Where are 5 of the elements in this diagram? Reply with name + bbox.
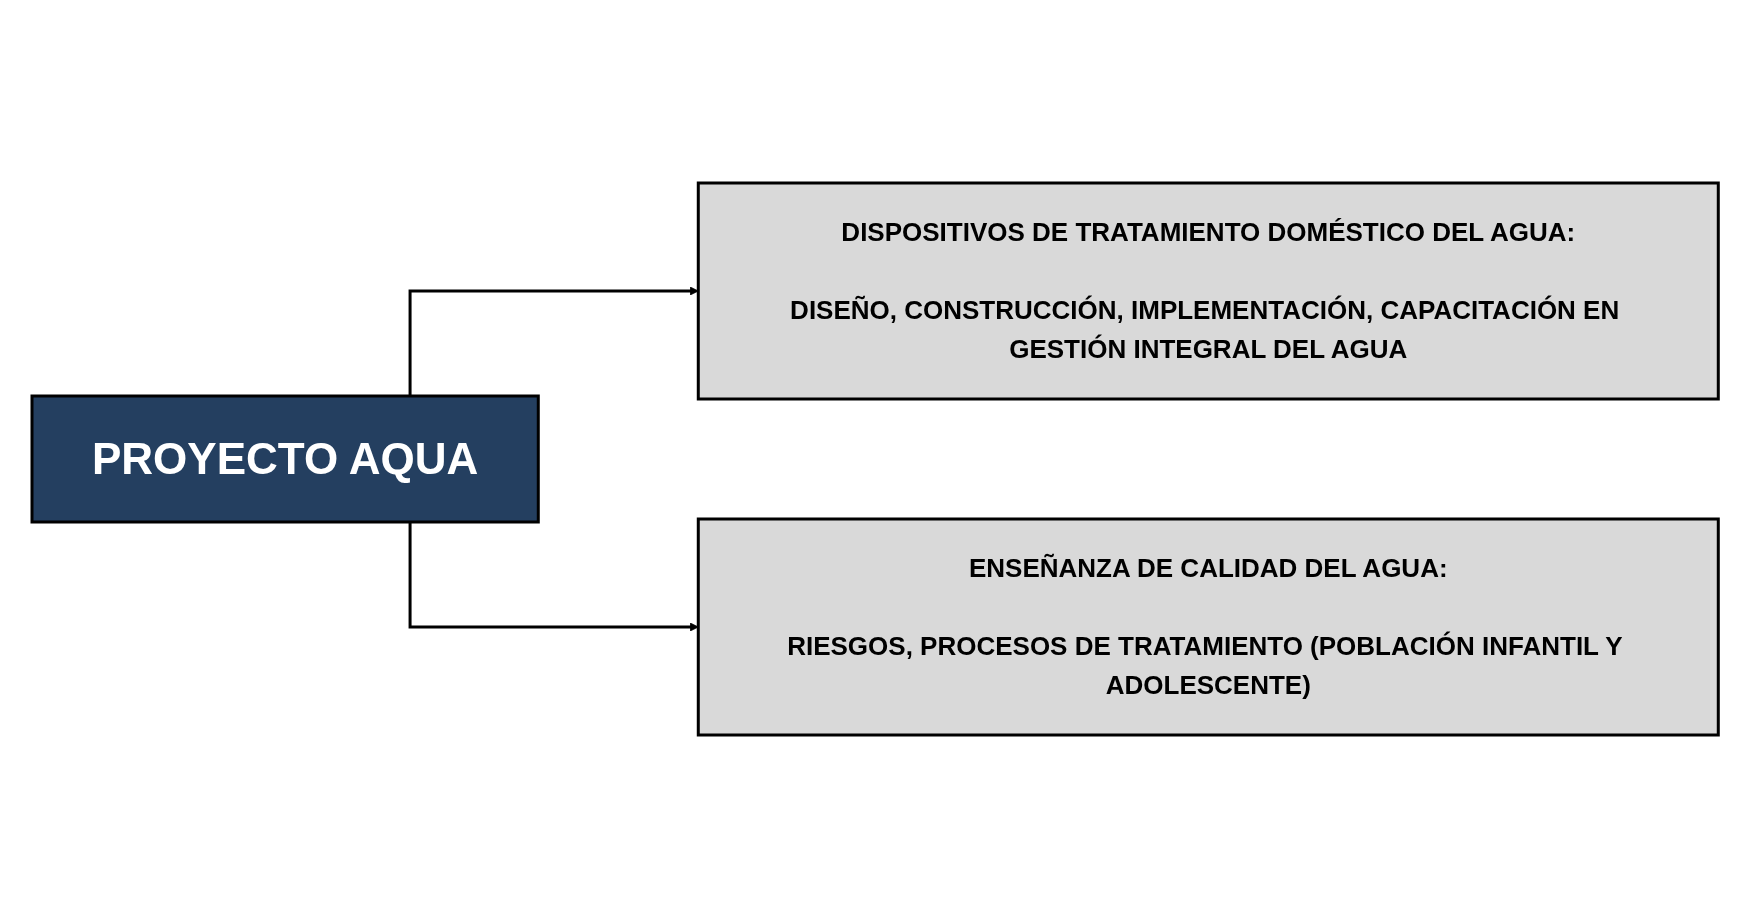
node-box: DISPOSITIVOS DE TRATAMIENTO DOMÉSTICO DEL AGUA: DISEÑO, CONSTRUCCIÓN, IMPLEMENTACIÓN, CAPACITACIÓN EN GESTIÓN INTEGRAL DEL AGUA — [696, 181, 1720, 401]
node-box: ENSEÑANZA DE CALIDAD DEL AGUA: RIESGOS, PROCESOS DE TRATAMIENTO (POBLACIÓN INFANTIL Y ADOLESCENTE) — [696, 517, 1720, 737]
arrow — [408, 522, 699, 632]
arrow — [408, 286, 699, 396]
node-box: PROYECTO AQUA — [30, 394, 540, 524]
